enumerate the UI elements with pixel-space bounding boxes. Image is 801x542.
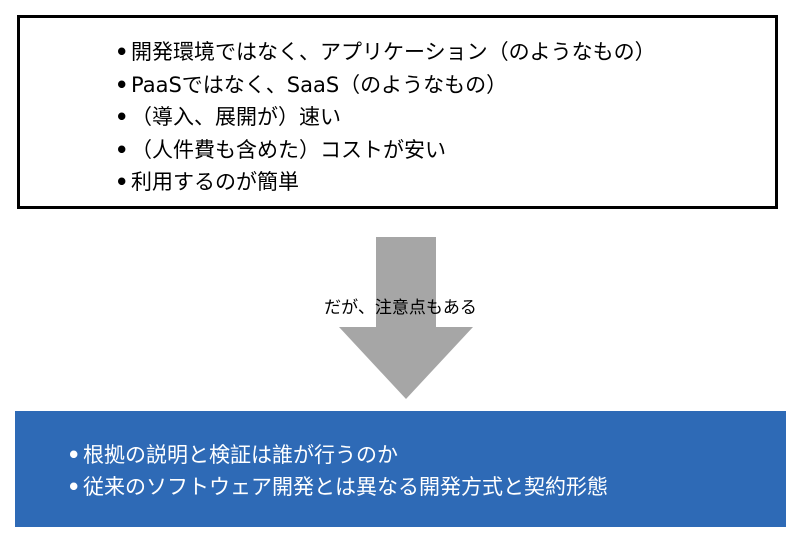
list-item-text: 従来のソフトウェア開発とは異なる開発方式と契約形態 (83, 475, 608, 499)
list-item: •開発環境ではなく、アプリケーション（のようなもの） (115, 36, 656, 69)
down-arrow-icon (339, 237, 473, 399)
bullet-icon: • (115, 170, 129, 194)
list-item: •（導入、展開が）速い (115, 101, 656, 134)
down-arrow-shape (339, 237, 473, 399)
list-item: •従来のソフトウェア開発とは異なる開発方式と契約形態 (67, 471, 608, 503)
list-item-text: 利用するのが簡単 (131, 170, 299, 194)
bullet-icon: • (115, 105, 129, 129)
bullet-icon: • (115, 137, 129, 162)
list-item-text: 開発環境ではなく、アプリケーション（のようなもの） (131, 40, 656, 64)
bullet-icon: • (115, 40, 129, 64)
list-item: •（人件費も含めた）コストが安い (115, 134, 656, 167)
list-item: •PaaSではなく、SaaS（のようなもの） (115, 69, 656, 102)
list-item-text: （人件費も含めた）コストが安い (131, 137, 446, 162)
list-item: •根拠の説明と検証は誰が行うのか (67, 439, 608, 471)
bullet-icon: • (67, 443, 81, 467)
list-item-text: （導入、展開が）速い (131, 105, 341, 129)
bottom-box: •根拠の説明と検証は誰が行うのか •従来のソフトウェア開発とは異なる開発方式と契… (15, 411, 786, 527)
bullet-icon: • (67, 475, 81, 499)
bullet-icon: • (115, 72, 129, 97)
arrow-caption: だが、注意点もある (324, 298, 477, 318)
list-item-text: PaaSではなく、SaaS（のようなもの） (131, 72, 508, 97)
list-item-text: 根拠の説明と検証は誰が行うのか (83, 443, 398, 467)
top-bullet-list: •開発環境ではなく、アプリケーション（のようなもの） •PaaSではなく、Saa… (115, 36, 656, 199)
top-box: •開発環境ではなく、アプリケーション（のようなもの） •PaaSではなく、Saa… (17, 15, 778, 209)
bottom-bullet-list: •根拠の説明と検証は誰が行うのか •従来のソフトウェア開発とは異なる開発方式と契… (67, 439, 608, 503)
list-item: •利用するのが簡単 (115, 166, 656, 199)
